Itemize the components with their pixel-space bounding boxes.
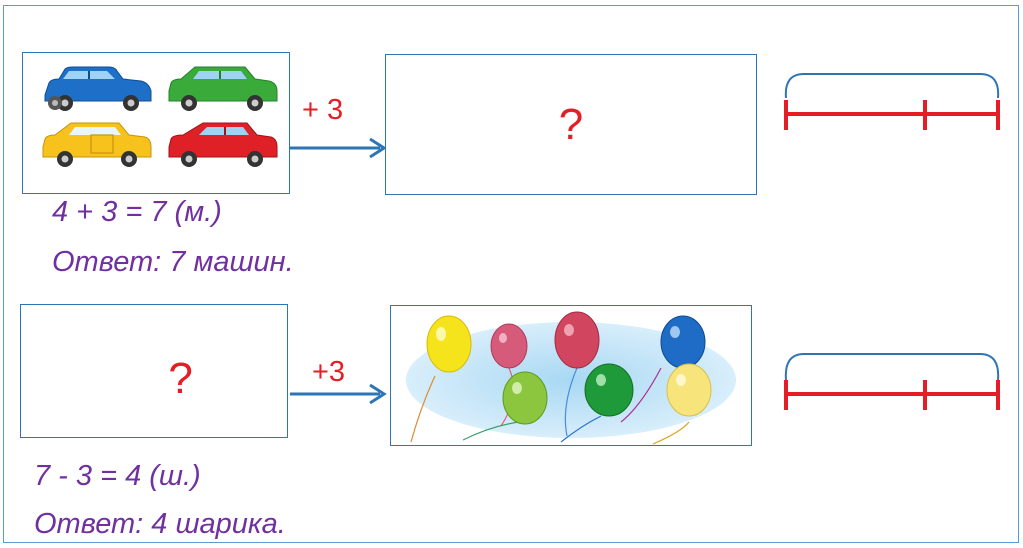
answer-text: Ответ: 7 машин. [52, 246, 294, 278]
operation-label: + 3 [302, 94, 344, 126]
operation-label: +3 [312, 356, 346, 388]
yellow-car-icon [42, 122, 152, 167]
light-green-balloon-icon [502, 371, 548, 425]
equation-text: 4 + 3 = 7 (м.) [52, 196, 222, 228]
unknown-box: ? [385, 54, 757, 195]
equation-text: 7 - 3 = 4 (ш.) [34, 460, 201, 492]
pink-balloon-icon [554, 311, 600, 369]
blue-balloon-icon [660, 315, 706, 369]
arrow-right-icon [290, 383, 387, 405]
cars-illustration [42, 66, 278, 167]
unknown-box: ? [20, 304, 288, 438]
red-car-icon [168, 122, 278, 167]
brace-icon [784, 353, 1000, 381]
blue-car-icon [44, 66, 152, 111]
segment-diagram [784, 73, 1000, 130]
brace-icon [784, 73, 1000, 99]
question-mark: ? [168, 353, 193, 403]
balloons-picture-box [390, 305, 752, 446]
light-yellow-balloon-icon [666, 363, 712, 417]
green-balloon-icon [584, 363, 634, 417]
question-mark: ? [558, 99, 584, 149]
segment-diagram [784, 353, 1000, 410]
balloons-illustration [406, 311, 736, 445]
yellow-balloon-icon [426, 315, 472, 373]
answer-text: Ответ: 4 шарика. [34, 508, 286, 540]
cars-picture-box [22, 52, 290, 194]
pink-balloon-icon [490, 323, 528, 369]
green-car-icon [168, 66, 278, 111]
slide-frame [3, 5, 1019, 543]
arrow-right-icon [290, 137, 387, 159]
